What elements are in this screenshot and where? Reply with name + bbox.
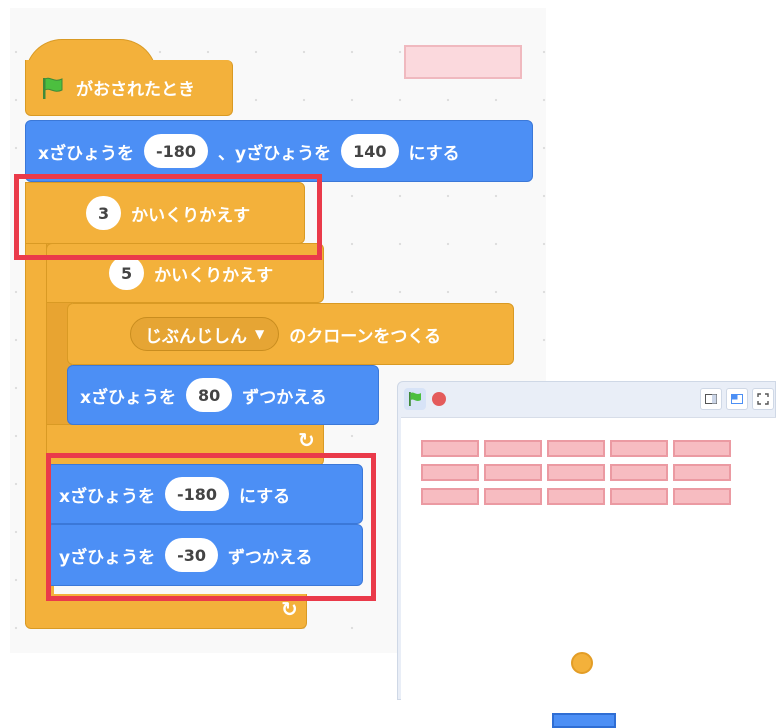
- brick: [610, 464, 668, 481]
- set-x-suffix: にする: [239, 486, 291, 507]
- brick: [421, 440, 479, 457]
- set-x-value-input[interactable]: -180: [164, 477, 230, 511]
- hat-block-label: がおされたとき: [76, 80, 195, 100]
- change-y-value-input[interactable]: -30: [165, 538, 218, 572]
- repeat-outer-label: かいくりかえす: [131, 205, 251, 226]
- sprite-costume-preview: [404, 45, 522, 79]
- change-x-suffix: ずつかえる: [242, 387, 327, 408]
- change-y-suffix: ずつかえる: [228, 547, 313, 568]
- go-to-x-label: xざひょうを: [38, 143, 134, 164]
- brick: [421, 488, 479, 505]
- brick: [484, 488, 542, 505]
- green-flag-icon: [40, 76, 66, 100]
- brick: [547, 464, 605, 481]
- normal-stage-icon[interactable]: [726, 388, 748, 410]
- repeat-inner-count-input[interactable]: 5: [109, 256, 145, 290]
- set-x-label: xざひょうを: [59, 486, 155, 507]
- brick: [484, 464, 542, 481]
- stage-toolbar: [398, 382, 775, 416]
- brick: [547, 488, 605, 505]
- brick: [673, 464, 731, 481]
- y-value-input[interactable]: 140: [341, 134, 399, 168]
- repeat-inner-label: かいくりかえす: [154, 265, 274, 286]
- ball-sprite[interactable]: [571, 652, 593, 674]
- change-x-label: xざひょうを: [80, 387, 176, 408]
- clone-target-label: じぶんじしん: [145, 326, 247, 347]
- x-value-input[interactable]: -180: [143, 134, 209, 168]
- repeat-outer-count-input[interactable]: 3: [86, 196, 122, 230]
- highlight-repeat-outer: [14, 174, 322, 260]
- repeat-outer-loop-arrow-icon: ↻: [281, 597, 298, 621]
- go-to-sep-label: 、yざひょうを: [218, 143, 332, 164]
- green-flag-icon: [409, 392, 421, 406]
- brick: [421, 464, 479, 481]
- chevron-down-icon: ▼: [255, 327, 265, 341]
- fullscreen-icon[interactable]: [752, 388, 774, 410]
- repeat-inner-loop-arrow-icon: ↻: [298, 428, 315, 452]
- stage-window: [397, 381, 776, 728]
- brick: [673, 440, 731, 457]
- repeat-outer-block[interactable]: 3 かいくりかえす: [25, 182, 305, 244]
- change-x-block[interactable]: xざひょうを 80 ずつかえる: [67, 365, 379, 425]
- change-x-value-input[interactable]: 80: [185, 378, 233, 412]
- change-y-label: yざひょうを: [59, 547, 156, 568]
- stage-canvas[interactable]: [401, 417, 776, 728]
- clone-target-dropdown[interactable]: じぶんじしん ▼: [130, 317, 280, 351]
- highlight-position-blocks: [46, 453, 376, 601]
- repeat-inner-block[interactable]: 5 かいくりかえす: [46, 243, 324, 303]
- create-clone-label: のクローンをつくる: [289, 326, 442, 347]
- change-y-block[interactable]: yざひょうを -30 ずつかえる: [46, 524, 363, 586]
- paddle-sprite[interactable]: [552, 713, 616, 728]
- brick: [673, 488, 731, 505]
- brick: [484, 440, 542, 457]
- brick: [547, 440, 605, 457]
- brick: [610, 488, 668, 505]
- set-x-block[interactable]: xざひょうを -180 にする: [46, 464, 363, 524]
- go-to-suffix-label: にする: [408, 143, 460, 164]
- go-to-xy-block[interactable]: xざひょうを -180 、yざひょうを 140 にする: [25, 120, 533, 182]
- stop-icon[interactable]: [432, 392, 446, 406]
- green-flag-button[interactable]: [404, 388, 426, 410]
- when-flag-clicked-block[interactable]: がおされたとき: [25, 60, 233, 116]
- small-stage-icon[interactable]: [700, 388, 722, 410]
- create-clone-block[interactable]: じぶんじしん ▼ のクローンをつくる: [67, 303, 514, 365]
- brick: [610, 440, 668, 457]
